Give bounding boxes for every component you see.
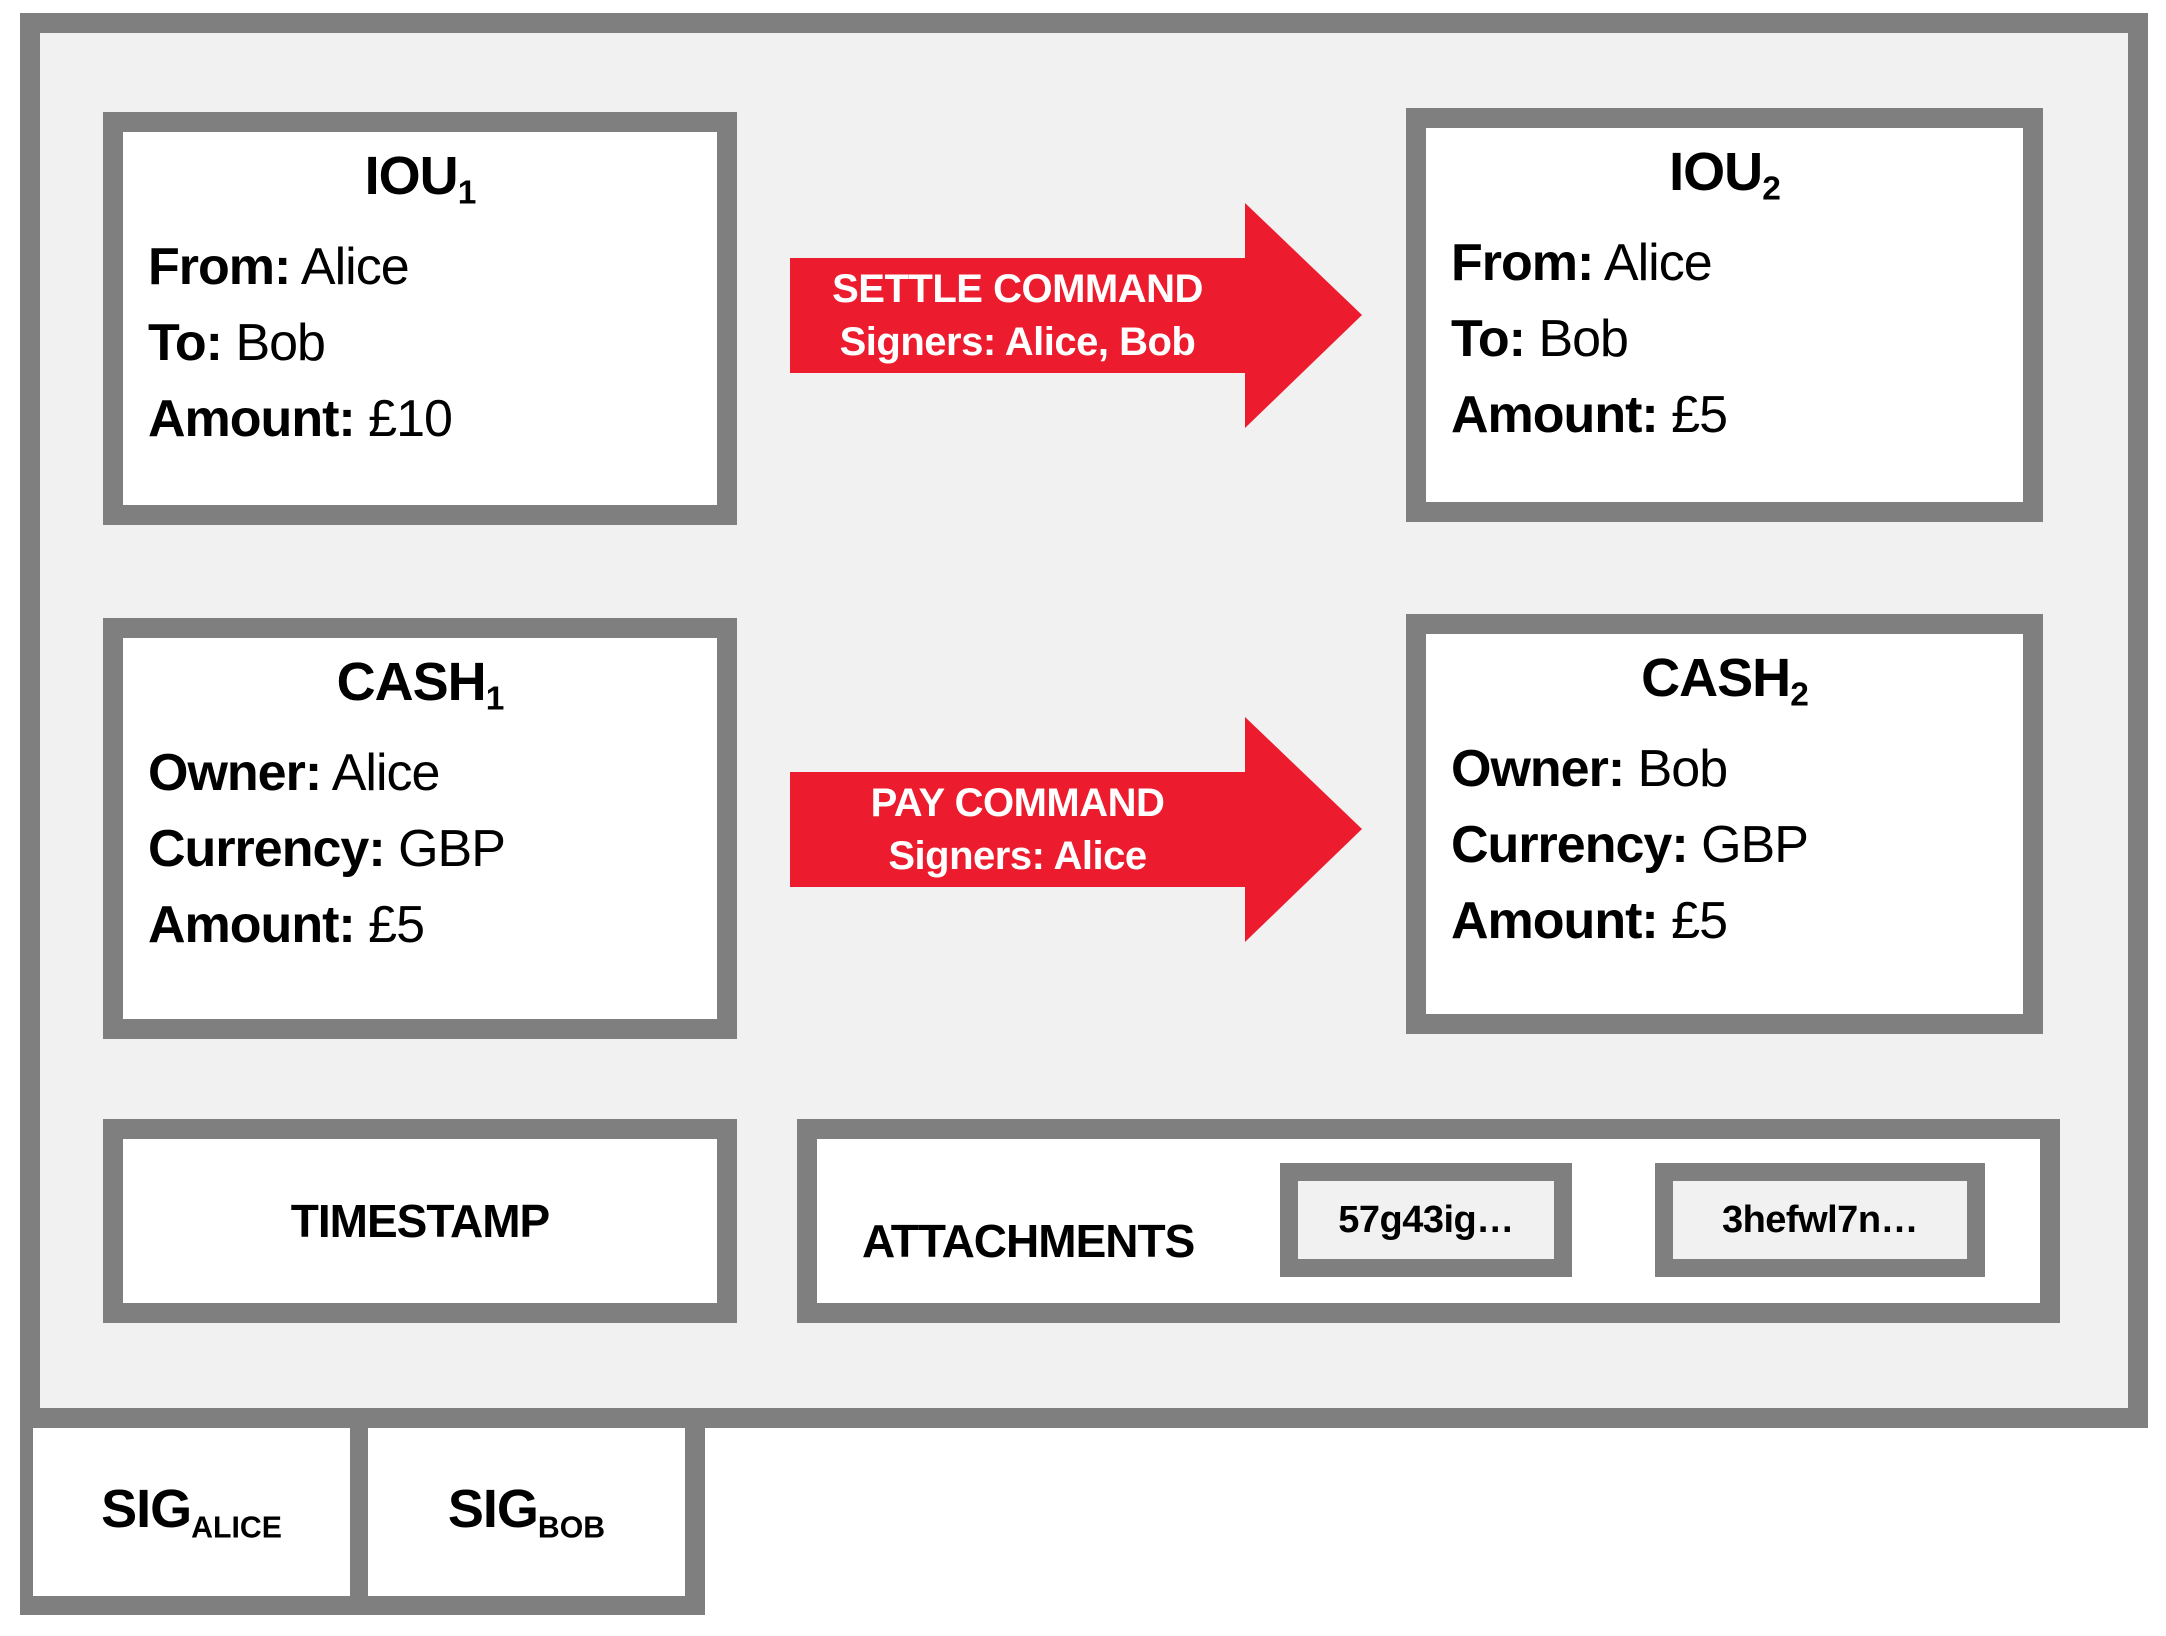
cash1-currency-value: GBP — [398, 820, 506, 879]
cash2-title: CASH2 — [1451, 642, 1998, 731]
settle-command-line1: SETTLE COMMAND — [832, 267, 1203, 311]
iou2-from-label: From: — [1451, 234, 1594, 293]
settle-command-arrow-label: SETTLE COMMAND Signers: Alice, Bob — [790, 258, 1245, 373]
signature-box-bob: SIGBOB — [368, 1428, 685, 1596]
cash1-title-text: CASH — [336, 652, 487, 712]
settle-command-line2: Signers: Alice, Bob — [839, 320, 1196, 364]
cash1-currency-label: Currency: — [148, 820, 386, 879]
cash2-owner-value: Bob — [1637, 740, 1729, 799]
iou1-amount-value: £10 — [368, 390, 453, 449]
iou2-title-text: IOU — [1669, 142, 1763, 202]
cash1-owner-label: Owner: — [148, 744, 322, 803]
cash2-row-owner: Owner: Bob — [1451, 731, 2023, 807]
pay-command-line1: PAY COMMAND — [870, 781, 1165, 825]
cash1-row-amount: Amount: £5 — [148, 887, 717, 963]
timestamp-box: TIMESTAMP — [103, 1119, 737, 1323]
attachments-label: ATTACHMENTS — [862, 1215, 1195, 1267]
iou2-to-value: Bob — [1538, 310, 1629, 369]
cash2-row-currency: Currency: GBP — [1451, 807, 2023, 883]
cash1-owner-value: Alice — [331, 744, 441, 803]
attachment-hash-2-text: 3hefwl7n… — [1721, 1198, 1919, 1241]
sig-bob-subscript: BOB — [537, 1511, 606, 1545]
sig-alice-text: SIG — [101, 1479, 192, 1540]
timestamp-label: TIMESTAMP — [290, 1195, 550, 1247]
iou1-row-from: From: Alice — [148, 229, 717, 305]
signature-box-alice: SIGALICE — [33, 1428, 350, 1596]
cash1-title: CASH1 — [148, 646, 692, 735]
iou2-from-value: Alice — [1603, 234, 1713, 293]
iou1-from-value: Alice — [300, 238, 410, 297]
state-box-iou1: IOU1 From: Alice To: Bob Amount: £10 — [103, 112, 737, 525]
cash1-row-owner: Owner: Alice — [148, 735, 717, 811]
pay-command-line2: Signers: Alice — [888, 834, 1147, 878]
iou1-to-value: Bob — [235, 314, 326, 373]
attachment-hash-1: 57g43ig… — [1280, 1163, 1572, 1277]
state-box-iou2: IOU2 From: Alice To: Bob Amount: £5 — [1406, 108, 2043, 522]
iou2-row-from: From: Alice — [1451, 225, 2023, 301]
cash2-row-amount: Amount: £5 — [1451, 883, 2023, 959]
settle-command-arrowhead-icon — [1245, 203, 1362, 428]
iou2-row-to: To: Bob — [1451, 301, 2023, 377]
iou1-title-text: IOU — [364, 146, 459, 206]
cash1-title-subscript: 1 — [485, 680, 505, 718]
attachment-hash-2: 3hefwl7n… — [1655, 1163, 1985, 1277]
iou1-to-label: To: — [148, 314, 223, 373]
iou1-from-label: From: — [148, 238, 291, 297]
iou2-title-subscript: 2 — [1762, 170, 1781, 208]
iou1-row-amount: Amount: £10 — [148, 381, 717, 457]
attachment-hash-1-text: 57g43ig… — [1338, 1198, 1514, 1241]
cash2-amount-label: Amount: — [1451, 892, 1659, 951]
iou1-title: IOU1 — [148, 140, 692, 229]
cash1-amount-label: Amount: — [148, 896, 356, 955]
cash1-row-currency: Currency: GBP — [148, 811, 717, 887]
sig-alice-subscript: ALICE — [191, 1511, 282, 1545]
cash1-amount-value: £5 — [368, 896, 425, 955]
cash2-title-text: CASH — [1641, 648, 1791, 708]
sig-alice-label: SIGALICE — [101, 1478, 282, 1546]
cash2-owner-label: Owner: — [1451, 740, 1625, 799]
iou2-title: IOU2 — [1451, 136, 1998, 225]
iou1-row-to: To: Bob — [148, 305, 717, 381]
sig-bob-text: SIG — [447, 1479, 539, 1540]
pay-command-arrowhead-icon — [1245, 717, 1362, 942]
cash2-currency-value: GBP — [1701, 816, 1809, 875]
iou1-title-subscript: 1 — [457, 174, 477, 212]
cash2-currency-label: Currency: — [1451, 816, 1689, 875]
sig-bob-label: SIGBOB — [448, 1478, 605, 1546]
pay-command-arrow-label: PAY COMMAND Signers: Alice — [790, 772, 1245, 887]
iou2-row-amount: Amount: £5 — [1451, 377, 2023, 453]
iou2-amount-label: Amount: — [1451, 386, 1659, 445]
cash2-title-subscript: 2 — [1790, 676, 1809, 714]
state-box-cash2: CASH2 Owner: Bob Currency: GBP Amount: £… — [1406, 614, 2043, 1034]
state-box-cash1: CASH1 Owner: Alice Currency: GBP Amount:… — [103, 618, 737, 1039]
iou1-amount-label: Amount: — [148, 390, 356, 449]
iou2-to-label: To: — [1451, 310, 1526, 369]
cash2-amount-value: £5 — [1671, 892, 1728, 951]
iou2-amount-value: £5 — [1671, 386, 1728, 445]
